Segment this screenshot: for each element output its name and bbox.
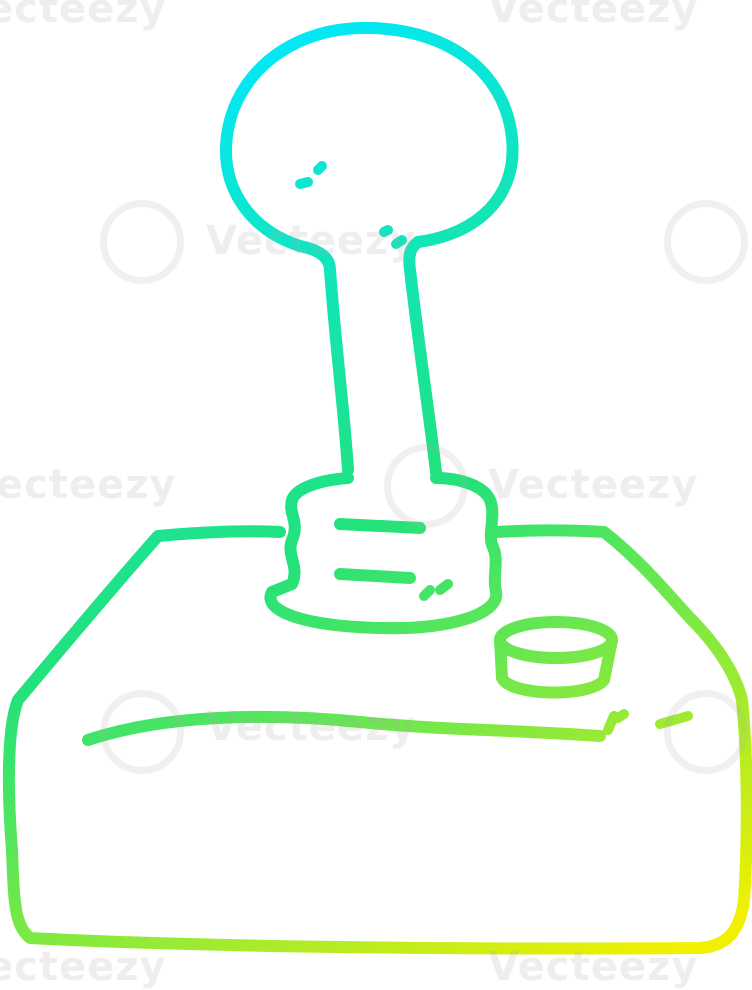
joystick-collar (264, 472, 503, 635)
base-dash-2 (613, 709, 629, 723)
collar-dot-1 (419, 585, 435, 601)
fire-button (494, 616, 618, 664)
base-dash-3 (655, 711, 693, 729)
joystick-knob (219, 21, 519, 252)
knob-shine-3 (379, 225, 393, 237)
base-edge-line (82, 710, 606, 746)
joystick-base (2, 524, 752, 955)
knob-shine-2 (313, 161, 327, 175)
collar-groove-top (334, 518, 426, 534)
knob-shine-1 (295, 177, 313, 189)
joystick-shaft-right (403, 236, 442, 478)
joystick-shaft-left (294, 240, 354, 476)
collar-groove-bottom (334, 568, 416, 584)
base-dash-1 (603, 711, 619, 735)
fire-button-body (494, 634, 618, 699)
collar-dot-2 (435, 579, 453, 595)
knob-shine-4 (391, 235, 407, 249)
